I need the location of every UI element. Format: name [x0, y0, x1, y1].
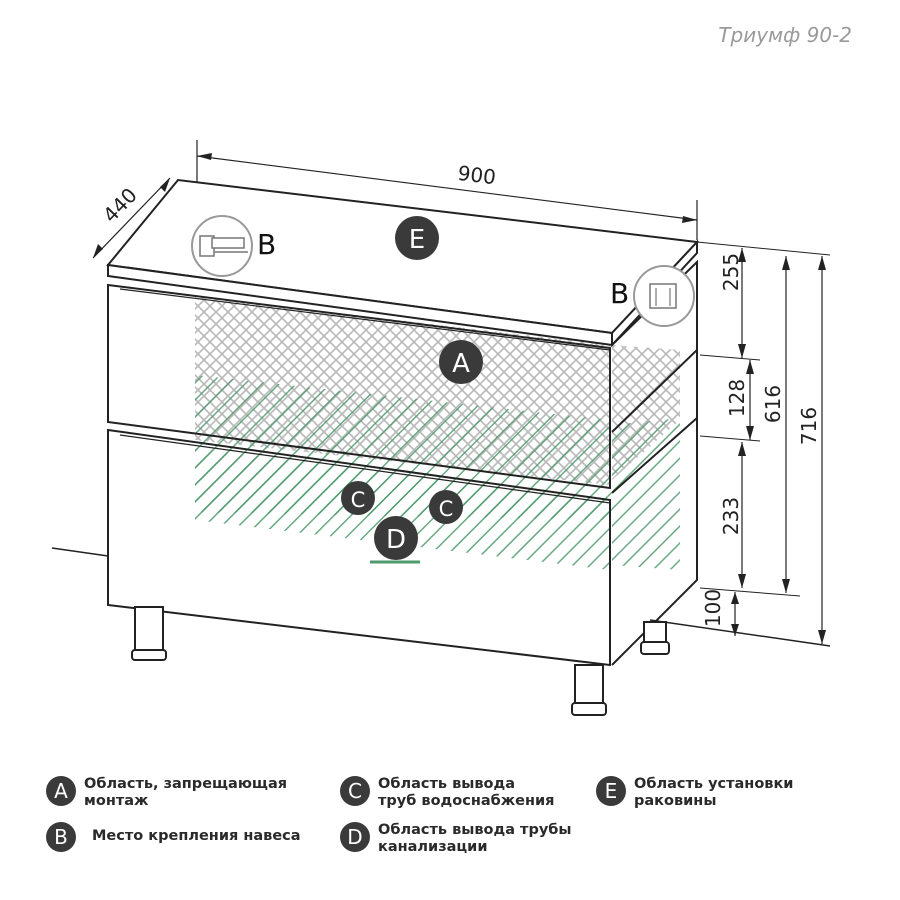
legend-e-line1: Область установки	[634, 776, 794, 792]
legend-c-line1: Область вывода	[378, 776, 515, 792]
svg-text:D: D	[386, 525, 406, 555]
legend-badge-d: D	[340, 822, 370, 852]
legend-text-b: Место крепления навеса	[92, 828, 301, 845]
svg-text:C: C	[439, 497, 454, 521]
leg-front-left	[131, 606, 167, 661]
legend-e-line2: раковины	[634, 793, 717, 809]
floor-line-right	[649, 619, 831, 647]
upper-drawer-edge	[119, 288, 611, 351]
marker-e: E	[395, 216, 439, 260]
marker-d: D	[370, 516, 420, 564]
marker-c-left: C	[341, 481, 375, 515]
marker-a: A	[439, 340, 483, 384]
mount-detail-right: B	[610, 265, 695, 327]
marker-b-left: B	[257, 228, 276, 261]
dim-716-label: 716	[797, 407, 821, 445]
legend-item-a: A Область, запрещающая монтаж	[46, 776, 287, 810]
floor-line-left	[51, 547, 109, 557]
svg-text:E: E	[409, 225, 425, 255]
leg-back-right	[640, 621, 670, 655]
dim-233-label: 233	[719, 497, 743, 535]
depth-label: 440	[98, 183, 142, 227]
legend-c-line2: труб водоснабжения	[378, 793, 555, 809]
mount-detail-left: B	[191, 215, 276, 277]
upper-drawer-front	[107, 283, 611, 490]
dim-255-label: 255	[719, 253, 743, 291]
legend-badge-b: B	[46, 822, 76, 852]
legend-item-c: C Область вывода труб водоснабжения	[340, 776, 555, 810]
legend-b-line1: Место крепления навеса	[92, 828, 301, 844]
dim-100-label: 100	[701, 589, 725, 627]
legend-item-e: E Область установки раковины	[596, 776, 793, 810]
legend-d-line1: Область вывода трубы	[378, 822, 572, 838]
legend-d-line2: канализации	[378, 839, 488, 855]
dim-128-label: 128	[725, 379, 749, 417]
svg-text:C: C	[351, 488, 366, 512]
leg-front-right	[571, 664, 607, 716]
legend-a-line1: Область, запрещающая	[84, 776, 288, 792]
legend-text-d: Область вывода трубы канализации	[378, 822, 572, 856]
dim-616-label: 616	[761, 385, 785, 423]
width-dimension: 900	[196, 140, 698, 240]
height-dimensions: 255 128 233 100 616 716	[696, 241, 831, 644]
lower-drawer-front	[107, 428, 611, 667]
legend-a-line2: монтаж	[84, 793, 149, 809]
legend-badge-c: C	[340, 776, 370, 806]
legend-text-a: Область, запрещающая монтаж	[84, 776, 287, 810]
width-label: 900	[456, 161, 497, 190]
legend-text-e: Область установки раковины	[634, 776, 793, 810]
legend-badge-a: A	[46, 776, 76, 806]
pipe-zone-hatch-lower	[195, 448, 610, 570]
legend-text-c: Область вывода труб водоснабжения	[378, 776, 555, 810]
legend-item-d: D Область вывода трубы канализации	[340, 822, 572, 856]
legend-badge-e: E	[596, 776, 626, 806]
lower-drawer-edge	[119, 434, 611, 504]
marker-c-right: C	[429, 490, 463, 524]
marker-b-right: B	[610, 277, 629, 310]
svg-text:A: A	[452, 349, 470, 379]
product-title: Триумф 90-2	[718, 23, 852, 47]
pipe-zone-hatch-side	[612, 418, 680, 570]
legend-item-b: B Место крепления навеса	[46, 822, 301, 852]
